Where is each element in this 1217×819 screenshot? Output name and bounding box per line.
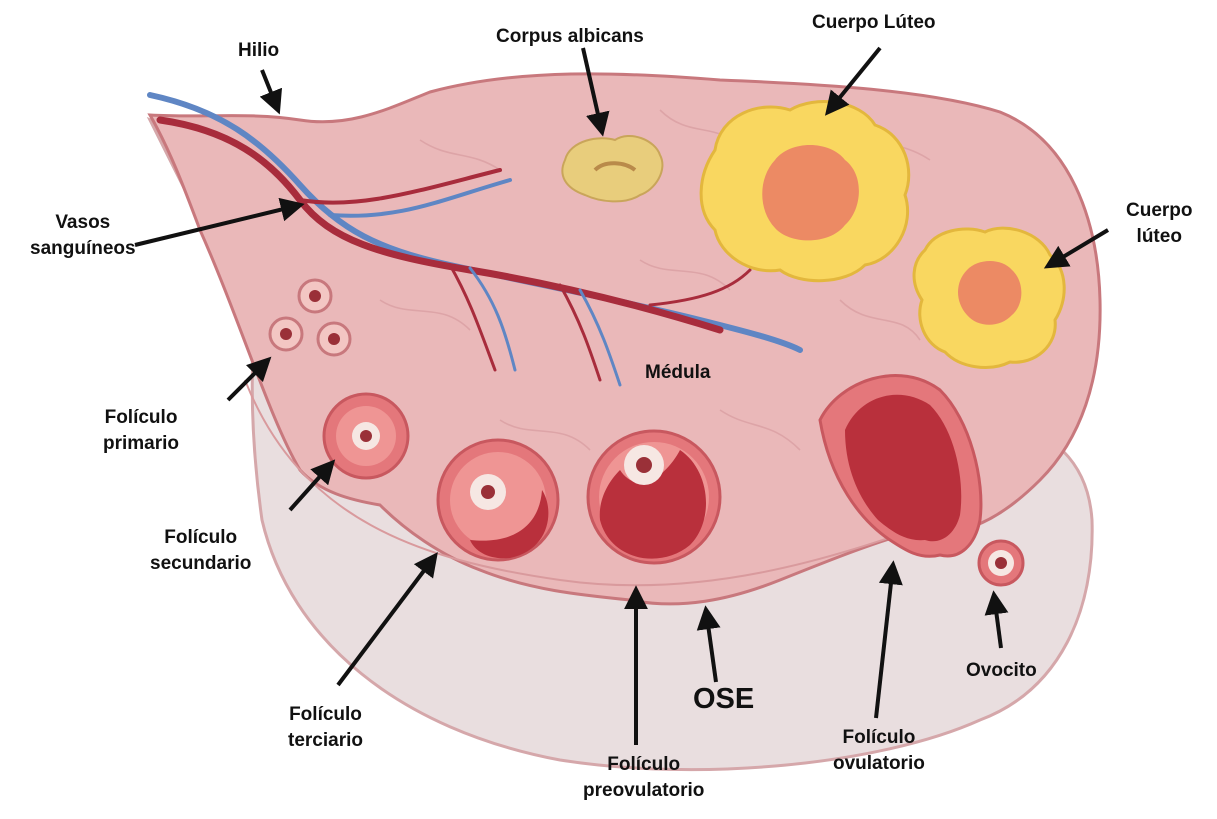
label-foliculo-ovulatorio: Folículoovulatorio: [833, 725, 925, 776]
label-foliculo-terciario: Folículoterciario: [288, 702, 363, 753]
secondary-follicle: [324, 394, 408, 478]
label-foliculo-primario: Folículoprimario: [103, 405, 179, 456]
label-vasos-sanguineos: Vasossanguíneos: [30, 210, 136, 261]
label-hilio: Hilio: [238, 38, 279, 64]
label-cuerpo-luteo-1: Cuerpo Lúteo: [812, 10, 936, 36]
label-ose: OSE: [693, 680, 754, 719]
label-foliculo-preovulatorio: Folículopreovulatorio: [583, 752, 704, 803]
label-cuerpo-luteo-2: Cuerpolúteo: [1126, 198, 1193, 249]
corpus-luteum-2: [914, 228, 1064, 367]
preovulatory-follicle: [588, 431, 720, 563]
released-oocyte: [979, 541, 1023, 585]
arrow-hilio: [262, 70, 278, 110]
label-corpus-albicans: Corpus albicans: [496, 24, 644, 50]
corpus-albicans: [562, 136, 662, 201]
label-foliculo-secundario: Folículosecundario: [150, 525, 251, 576]
label-ovocito: Ovocito: [966, 658, 1037, 684]
label-medula: Médula: [645, 360, 710, 386]
tertiary-follicle: [438, 440, 558, 560]
corpus-luteum-1: [701, 102, 909, 281]
